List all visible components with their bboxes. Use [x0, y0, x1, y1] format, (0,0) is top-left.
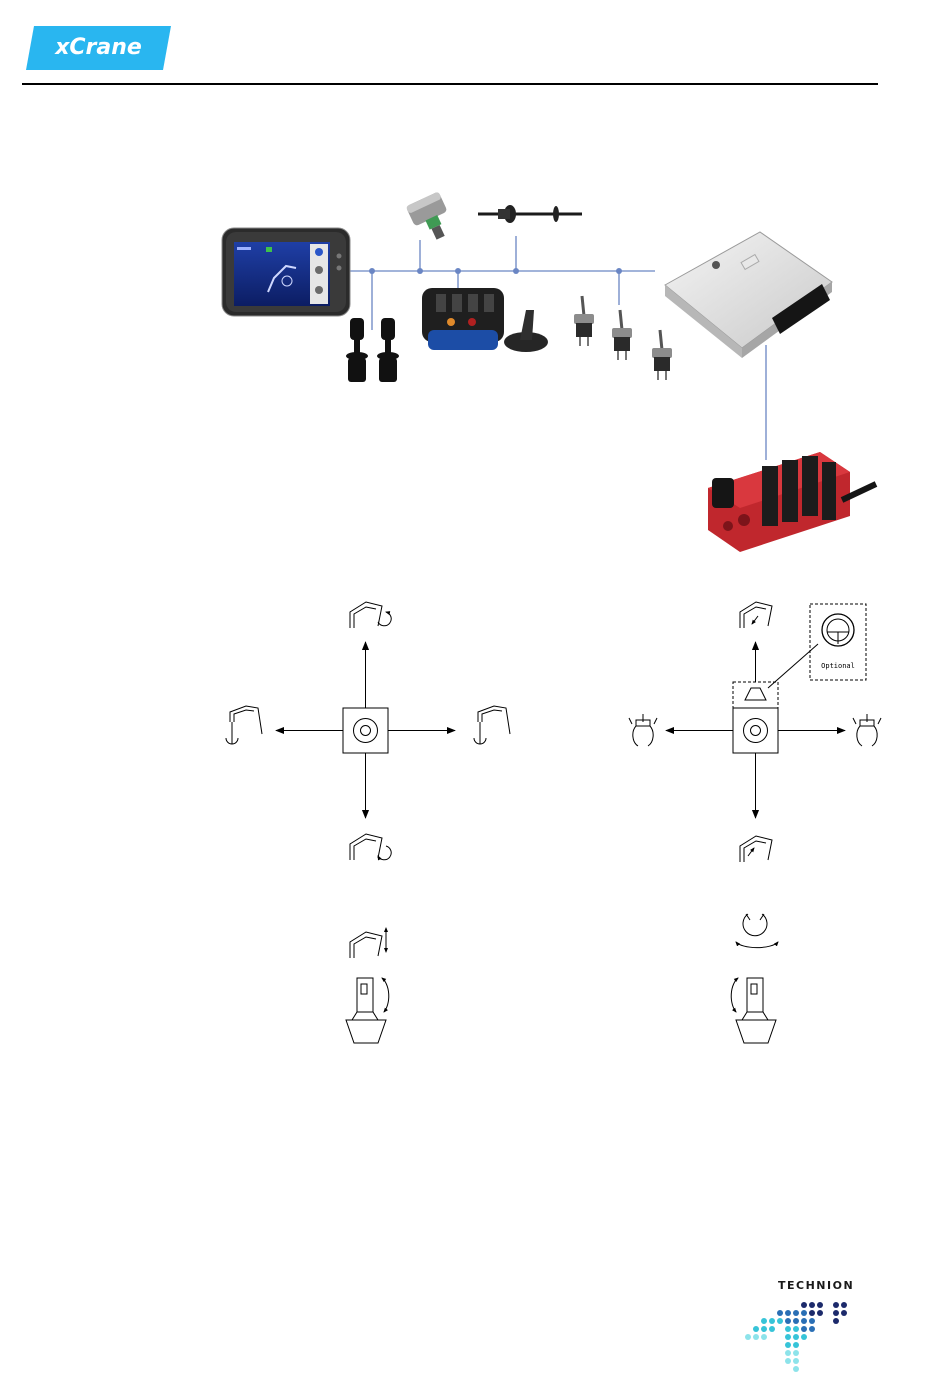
jib-out-icon [740, 602, 772, 628]
right-joystick-diagram [629, 602, 881, 862]
technion-dot-mark [740, 1277, 860, 1377]
hydraulic-valve-block-icon [708, 452, 876, 552]
technion-text: TECHNION [778, 1279, 854, 1292]
left-joystick-diagram [226, 602, 510, 860]
joystick-grip-left-icon [346, 978, 389, 1043]
extension-icon [350, 928, 386, 958]
boom-up-icon [350, 602, 391, 628]
display-terminal-icon [222, 228, 350, 316]
angle-sensor-icon [478, 205, 582, 223]
slew-right-icon [474, 706, 510, 744]
toggle-switch-icon [574, 296, 672, 380]
optional-label: Optional [821, 662, 855, 670]
grapple-close-icon [853, 714, 881, 746]
jib-in-icon [740, 836, 772, 862]
radio-remote-control-icon [422, 288, 548, 352]
rotator-icon [736, 914, 778, 948]
slew-left-icon [226, 706, 262, 744]
joystick-grip-right-icon [731, 978, 776, 1043]
technion-logo: TECHNION [740, 1277, 860, 1377]
right-thumb-controls [731, 914, 778, 1043]
left-thumb-controls [346, 928, 389, 1043]
joystick-base-left [343, 708, 388, 753]
pressure-sensor-icon [406, 191, 457, 245]
steering-wheel-icon [822, 614, 854, 646]
grapple-open-icon [629, 714, 657, 746]
control-unit-icon [665, 232, 832, 358]
boom-down-icon [350, 834, 391, 860]
